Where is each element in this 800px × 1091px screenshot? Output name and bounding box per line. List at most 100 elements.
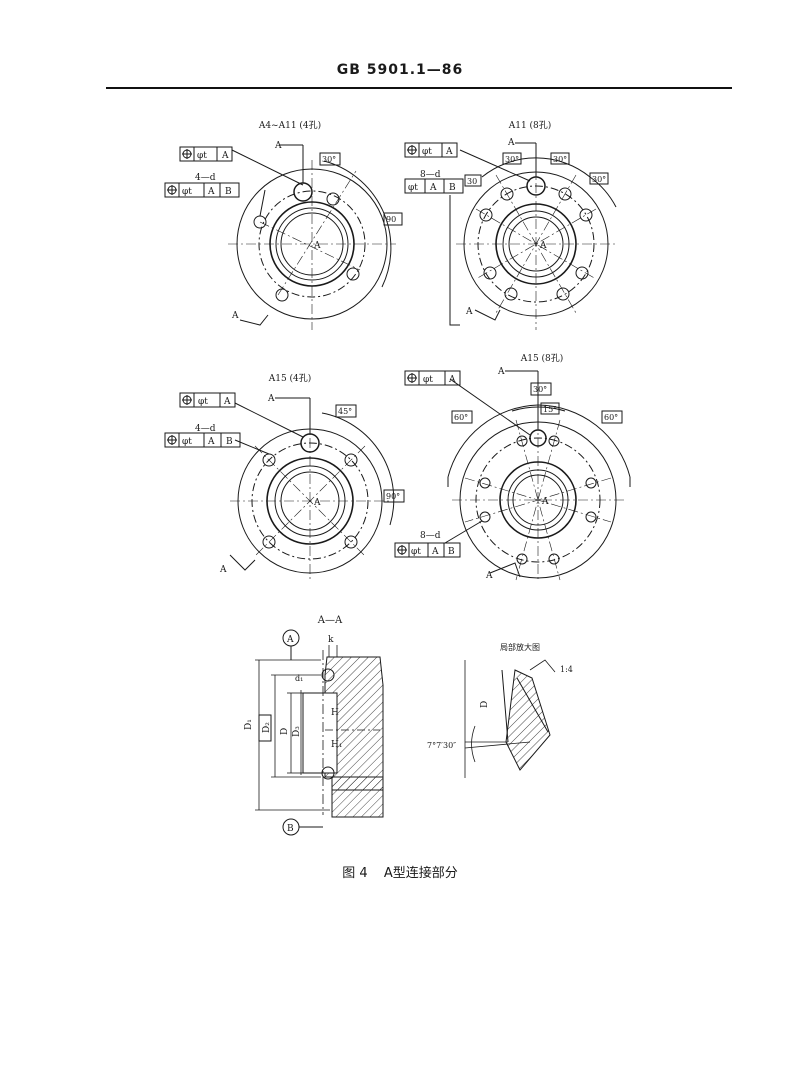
- dim-k: k: [328, 635, 334, 645]
- datum-a-label: A: [286, 635, 294, 645]
- bolt-hole: [326, 192, 340, 206]
- view-title: A15 (4孔): [268, 373, 312, 384]
- position-tolerance-frame: [404, 142, 458, 158]
- section-arrow: [474, 309, 501, 321]
- view-a15-8-holes: A15 (8孔) φt A A 30° 15° 60° 60° 8—: [394, 353, 631, 581]
- center-label: A: [313, 241, 321, 251]
- angle-dimension: 90: [386, 215, 396, 224]
- bolt-hole: [483, 266, 497, 280]
- angle-arc: [447, 404, 539, 478]
- bolt-hole: [500, 187, 514, 201]
- datum-arrow-label: A: [274, 141, 282, 151]
- dim-D: D: [280, 728, 290, 735]
- datum-ref: B: [226, 437, 233, 447]
- section-view-a-a: A—A A k d₁ D₁ D₂ D D₃ H H₁ B: [244, 615, 384, 836]
- centerline: [259, 221, 361, 271]
- section-arrow-label: A: [465, 307, 473, 317]
- dim-D3: D₃: [292, 726, 302, 737]
- datum-ref: A: [207, 437, 215, 447]
- section-title: A—A: [317, 615, 343, 626]
- tolerance-value: φt: [408, 183, 418, 193]
- section-arrow: [239, 314, 269, 326]
- datum-ref: A: [223, 397, 231, 407]
- bolt-hole: [556, 287, 570, 301]
- bolt-hole: [479, 208, 493, 222]
- angle-arc: [321, 412, 395, 526]
- datum-b-label: B: [287, 824, 294, 834]
- tolerance-value: φt: [198, 397, 208, 407]
- taper-hatched-section: [505, 669, 551, 771]
- bore-opening: [302, 692, 338, 774]
- position-tolerance-frame: [179, 146, 233, 162]
- datum-ref: A: [431, 547, 439, 557]
- figure-caption: 图 4 A型连接部分: [0, 862, 800, 881]
- datum-arrow-label: A: [507, 138, 515, 148]
- bolt-hole: [575, 266, 589, 280]
- flange-lower-section: [331, 776, 384, 818]
- bolt-hole: [479, 477, 491, 489]
- section-arrow-label: A: [219, 565, 227, 575]
- datum-ref: B: [449, 183, 456, 193]
- datum-ref: A: [448, 375, 456, 385]
- datum-ref: A: [445, 147, 453, 157]
- seal-ring-bottom: [321, 766, 335, 780]
- bolt-hole: [548, 553, 560, 565]
- position-tolerance-frame: [404, 370, 461, 386]
- leader-line: [259, 189, 266, 217]
- holes-count-label: 8—d: [420, 170, 441, 180]
- seal-ring-top: [321, 668, 335, 682]
- section-arrow: [489, 562, 521, 578]
- center-label: A: [539, 241, 547, 251]
- section-arrow-label: A: [485, 571, 493, 581]
- datum-ref: A: [221, 151, 229, 161]
- dim-d1: d₁: [295, 674, 303, 683]
- bolt-hole: [504, 287, 518, 301]
- datum-ref: B: [448, 547, 455, 557]
- angle-dimension: 30°: [553, 155, 567, 164]
- center-label: A: [313, 498, 321, 508]
- bolt-hole: [585, 477, 597, 489]
- tolerance-value: φt: [182, 437, 192, 447]
- bolt-hole: [262, 535, 276, 549]
- angle-arc: [323, 160, 392, 288]
- holes-tolerance-frame: [164, 432, 241, 448]
- standard-number: GB 5901.1—86: [336, 62, 464, 78]
- section-arrow: [229, 554, 256, 571]
- position-tolerance-frame: [179, 392, 236, 408]
- bolt-hole: [479, 511, 491, 523]
- centerline: [277, 170, 357, 296]
- angle-arc: [537, 404, 631, 478]
- bolt-hole: [558, 187, 572, 201]
- bolt-hole: [346, 267, 360, 281]
- header-rule: [106, 87, 732, 89]
- dim-D1: D₁: [244, 719, 254, 730]
- angle-dimension: 30°: [322, 155, 336, 164]
- dim-H1: H₁: [331, 740, 342, 750]
- view-title: A11 (8孔): [508, 120, 552, 131]
- tolerance-value: φt: [197, 151, 207, 161]
- holes-count-label: 8—d: [420, 531, 441, 541]
- angle-dimension: 90°: [386, 492, 400, 501]
- holes-tolerance-frame: [404, 178, 464, 194]
- tolerance-value: φt: [423, 375, 433, 385]
- holes-tolerance-frame: [164, 182, 240, 198]
- tolerance-value: φt: [411, 547, 421, 557]
- taper-ratio: 1:4: [560, 665, 573, 674]
- view-a11-8-holes: A11 (8孔) φt A A 8—d φt A B 30° 30 30°: [404, 120, 617, 330]
- detail-title: 局部放大图: [500, 642, 540, 652]
- dim-H: H: [331, 708, 339, 718]
- angle-dimension: 45°: [338, 407, 352, 416]
- leader-line: [231, 149, 304, 186]
- detail-dim-D: D: [480, 701, 490, 708]
- bolt-hole: [516, 553, 528, 565]
- angle-dimension: 60°: [604, 413, 618, 422]
- datum-arrow-label: A: [497, 367, 505, 377]
- tolerance-value: φt: [422, 147, 432, 157]
- holes-count-label: 4—d: [195, 173, 216, 183]
- bolt-hole: [548, 435, 560, 447]
- view-a15-4-holes: A15 (4孔) φt A A 4—d φt A B 45° 90° A A: [164, 373, 405, 580]
- detail-enlarged-view: 局部放大图 D 1:4 7°7′30″: [427, 642, 573, 778]
- datum-arrow-label: A: [267, 394, 275, 404]
- bolt-hole: [344, 453, 358, 467]
- holes-count-label: 4—d: [195, 424, 216, 434]
